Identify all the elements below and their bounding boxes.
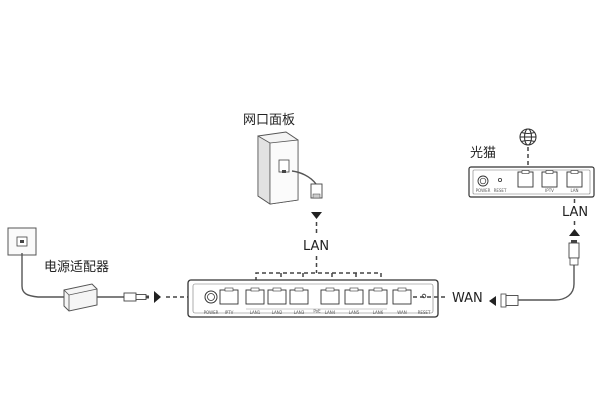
- router-port-label: WAN: [397, 310, 406, 315]
- modem-port-pon-icon: [517, 170, 534, 188]
- router-port-label: LAN2: [272, 310, 283, 315]
- router-port-label: LAN3: [294, 310, 305, 315]
- up-arrow-icon: [569, 229, 580, 236]
- right-arrow-icon: [154, 291, 161, 303]
- router-port-lan4-icon: [320, 287, 340, 305]
- lan-modem-link-label: LAN: [562, 205, 588, 220]
- router-port-label: LAN6: [373, 310, 384, 315]
- wall-panel-label: 网口面板: [243, 113, 295, 128]
- router-port-label: POWER: [204, 310, 219, 315]
- router-port-lan3-icon: [289, 287, 309, 305]
- router: POWER IPTV LAN1 LAN2 LAN3 LAN4 LAN5 LAN6…: [187, 279, 439, 318]
- rj45-plug-icon: [500, 293, 519, 308]
- optical-modem: POWER RESET IPTV LAN: [468, 166, 595, 198]
- modem-port-label: IPTV: [545, 188, 554, 193]
- modem-port-label: POWER: [476, 188, 491, 193]
- modem-port-iptv-icon: [541, 170, 558, 188]
- router-port-lan1-icon: [245, 287, 265, 305]
- router-port-label: IPTV: [225, 310, 234, 315]
- lan-panel-link-label: LAN: [303, 239, 329, 254]
- rj45-plug-icon: [310, 183, 323, 199]
- rj45-plug-icon: [568, 240, 580, 266]
- wan-link-label: WAN: [452, 291, 483, 306]
- wall-panel: [257, 131, 299, 205]
- globe-icon: [519, 128, 537, 146]
- modem-port-label: RESET: [494, 188, 507, 193]
- wall-socket: [7, 227, 37, 256]
- panel-cable: [291, 170, 317, 185]
- adapter-cable: [21, 253, 64, 298]
- router-port-lan5-icon: [344, 287, 364, 305]
- dc-plug-icon: [123, 292, 149, 302]
- power-adapter: [63, 283, 98, 312]
- down-arrow-icon: [311, 212, 322, 219]
- router-port-lan2-icon: [267, 287, 287, 305]
- modem-port-label: LAN: [570, 188, 578, 193]
- router-port-lan6-icon: [368, 287, 388, 305]
- router-port-wan-icon: [392, 287, 412, 305]
- left-arrow-icon: [489, 296, 496, 306]
- power-adapter-label: 电源适配器: [44, 260, 109, 275]
- router-port-label: LAN5: [349, 310, 360, 315]
- router-port-iptv-icon: [219, 287, 239, 305]
- modem-port-lan-icon: [566, 170, 583, 188]
- poe-mark: PoE: [313, 309, 321, 314]
- router-port-label: LAN1: [250, 310, 261, 315]
- router-port-label: LAN4: [325, 310, 336, 315]
- router-port-label: RESET: [418, 310, 431, 315]
- modem-cable: [518, 265, 575, 301]
- optical-modem-label: 光猫: [470, 146, 496, 161]
